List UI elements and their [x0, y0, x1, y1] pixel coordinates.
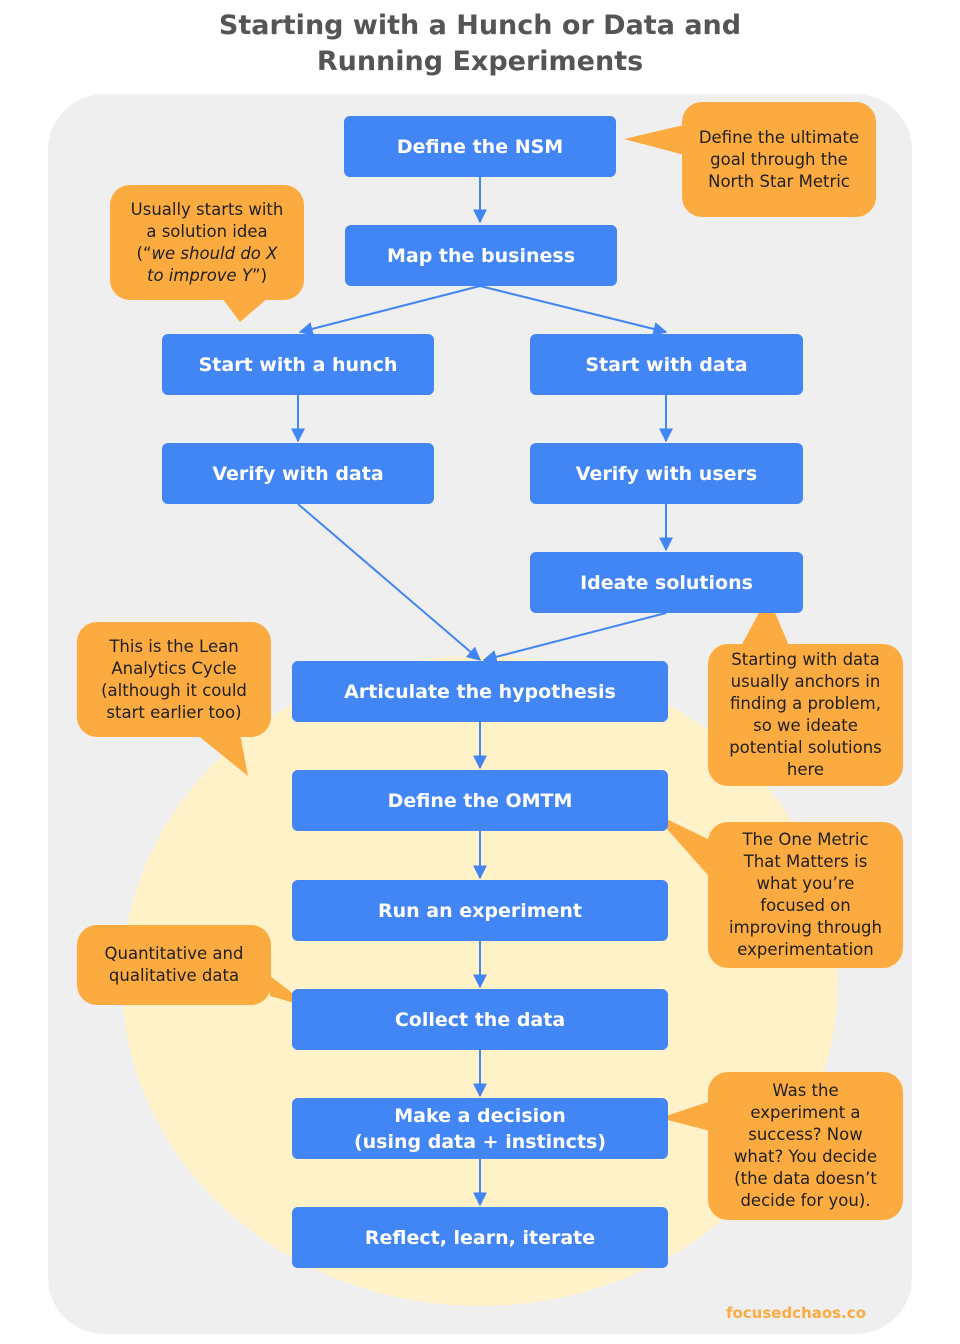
callout-hunch-line: Usually starts with	[130, 199, 284, 219]
callout-quant-qual: Quantitative and qualitative data	[77, 925, 271, 1005]
step-map-business: Map the business	[345, 225, 617, 286]
arrow-ideate-to-hypothesis	[482, 612, 667, 664]
callout-decide: Was the experiment a success? Now what? …	[708, 1072, 903, 1220]
step-define-nsm: Define the NSM	[344, 116, 616, 177]
callout-decide-line: Was the	[772, 1081, 839, 1100]
callout-data-start-line: finding a problem,	[730, 694, 881, 713]
step-verify-data-label: Verify with data	[212, 462, 384, 485]
callout-data-start-line: so we ideate	[753, 716, 858, 735]
arrow-verify-data-to-hypothesis	[297, 503, 482, 661]
step-start-hunch-label: Start with a hunch	[198, 353, 398, 376]
step-run-experiment: Run an experiment	[292, 880, 668, 941]
title-line-2: Running Experiments	[316, 46, 644, 77]
callout-data-start-line: potential solutions	[729, 738, 882, 757]
step-collect-data: Collect the data	[292, 989, 668, 1050]
callout-tail-omtm	[652, 812, 714, 882]
callout-hunch-line: (“we should do X	[137, 243, 278, 265]
callout-lean-line: start earlier too)	[106, 702, 242, 722]
callout-omtm-line: That Matters is	[743, 852, 868, 871]
callout-decide-line: what? You decide	[733, 1147, 878, 1166]
step-ideate-solutions: Ideate solutions	[530, 552, 803, 613]
step-map-business-label: Map the business	[386, 244, 576, 267]
diagram-title: Starting with a Hunch or Data and Runnin…	[0, 8, 960, 80]
callout-decide-line: decide for you).	[740, 1191, 871, 1210]
callout-quant-line: Quantitative and	[104, 944, 244, 963]
callout-hunch-quote-close: ”)	[252, 265, 268, 285]
step-articulate-hypothesis-label: Articulate the hypothesis	[344, 680, 616, 703]
step-define-nsm-label: Define the NSM	[396, 135, 564, 158]
callout-omtm-line: focused on	[760, 896, 851, 915]
callout-hunch-quote-text: we should do X	[151, 243, 278, 263]
step-make-decision: Make a decision (using data + instincts)	[292, 1098, 668, 1159]
callout-decide-line: (the data doesn’t	[734, 1169, 877, 1188]
callout-data-start-line: Starting with data	[731, 650, 880, 669]
step-collect-data-label: Collect the data	[394, 1008, 566, 1031]
step-run-experiment-label: Run an experiment	[377, 899, 583, 922]
step-ideate-solutions-label: Ideate solutions	[580, 571, 753, 594]
step-verify-data: Verify with data	[162, 443, 434, 504]
step-define-omtm-label: Define the OMTM	[387, 789, 573, 812]
callout-nsm-line: Define the ultimate	[698, 127, 860, 147]
callout-hunch-quote-open: (“	[136, 243, 152, 263]
title-line-1: Starting with a Hunch or Data and	[218, 10, 742, 41]
step-verify-users: Verify with users	[530, 443, 803, 504]
footer-credit: focusedchaos.co	[725, 1304, 866, 1322]
callout-omtm-line: experimentation	[737, 940, 874, 959]
callout-data-start: Starting with data usually anchors in fi…	[708, 644, 903, 786]
step-make-decision-sublabel: (using data + instincts)	[353, 1130, 607, 1153]
callout-omtm-line: improving through	[728, 918, 882, 937]
callout-omtm: The One Metric That Matters is what you’…	[708, 822, 903, 968]
callout-lean-cycle: This is the Lean Analytics Cycle (althou…	[77, 622, 271, 737]
callout-decide-line: success? Now	[748, 1125, 863, 1144]
callout-tail-lean	[196, 734, 248, 776]
callout-hunch: Usually starts with a solution idea (“we…	[110, 185, 304, 300]
step-reflect-iterate-label: Reflect, learn, iterate	[364, 1226, 596, 1249]
callout-hunch-line: a solution idea	[146, 221, 268, 241]
step-reflect-iterate: Reflect, learn, iterate	[292, 1207, 668, 1268]
step-start-hunch: Start with a hunch	[162, 334, 434, 395]
callout-data-start-line: usually anchors in	[730, 672, 881, 691]
callout-lean-line: (although it could	[101, 680, 247, 700]
callout-nsm: Define the ultimate goal through the Nor…	[682, 102, 876, 217]
step-articulate-hypothesis: Articulate the hypothesis	[292, 661, 668, 722]
callout-data-start-line: here	[786, 760, 825, 779]
callout-lean-line: This is the Lean	[109, 636, 239, 656]
callout-hunch-line: to improve Y”)	[147, 265, 267, 287]
callout-nsm-line: goal through the	[710, 149, 848, 169]
callout-hunch-quote-text: to improve Y	[146, 265, 253, 285]
callout-omtm-line: what you’re	[756, 874, 855, 893]
step-start-data-label: Start with data	[585, 353, 748, 376]
callout-omtm-line: The One Metric	[742, 830, 869, 849]
callout-decide-line: experiment a	[750, 1103, 861, 1122]
step-start-data: Start with data	[530, 334, 803, 395]
callout-tail-data-start	[740, 596, 790, 648]
step-verify-users-label: Verify with users	[575, 462, 758, 485]
step-make-decision-label: Make a decision	[394, 1104, 566, 1127]
callout-quant-line: qualitative data	[108, 966, 240, 985]
callout-nsm-line: North Star Metric	[708, 171, 850, 191]
arrow-map-to-data	[479, 285, 668, 336]
callout-lean-line: Analytics Cycle	[111, 658, 237, 678]
callout-tail-nsm	[624, 124, 688, 156]
step-define-omtm: Define the OMTM	[292, 770, 668, 831]
callout-tail-decide	[660, 1100, 714, 1132]
arrow-map-to-hunch	[298, 285, 481, 336]
callout-tail-hunch	[222, 298, 268, 322]
